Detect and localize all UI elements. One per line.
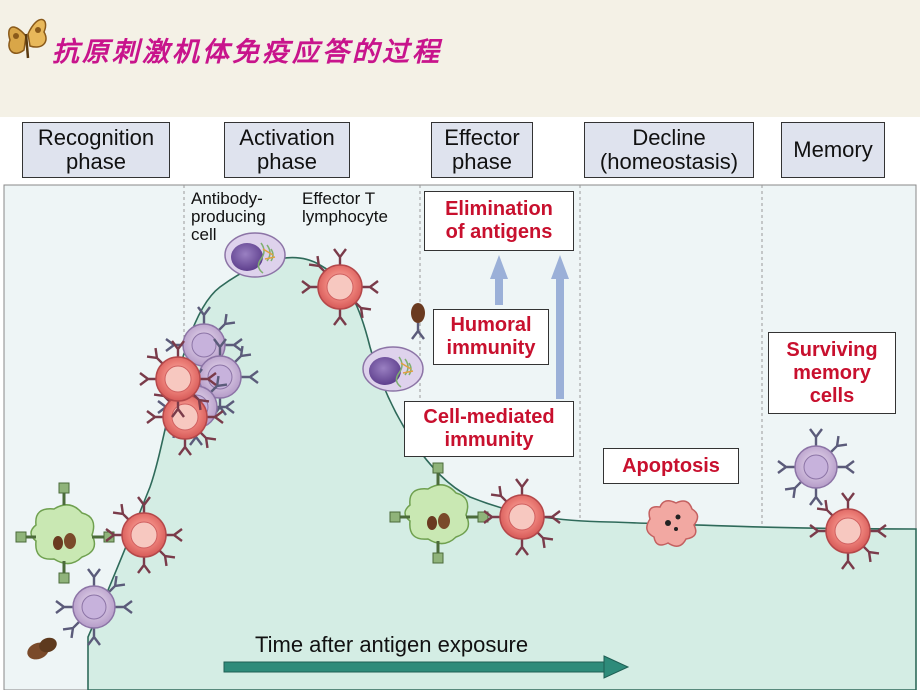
plasma-cell bbox=[362, 346, 424, 392]
antigen-icon bbox=[27, 637, 57, 660]
title-bar: 抗原刺激机体免疫应答的过程 bbox=[0, 0, 920, 117]
apoptosis-box: Apoptosis bbox=[603, 448, 739, 484]
response-curve bbox=[87, 256, 917, 690]
effector-phase-label: Effector phase bbox=[431, 122, 533, 178]
time-arrow bbox=[223, 655, 630, 679]
antigen-antibody-icon bbox=[411, 303, 425, 340]
page-title: 抗原刺激机体免疫应答的过程 bbox=[52, 37, 442, 68]
surviving-memory-cells-box: Surviving memory cells bbox=[768, 332, 896, 414]
butterfly-icon bbox=[8, 18, 47, 59]
activation-phase-label: Activation phase bbox=[224, 122, 350, 178]
memory-phase-label: Memory bbox=[781, 122, 885, 178]
x-axis-label: Time after antigen exposure bbox=[255, 632, 529, 657]
cell-mediated-immunity-box: Cell-mediated immunity bbox=[404, 401, 574, 457]
recognition-phase-label: Recognition phase bbox=[22, 122, 170, 178]
humoral-immunity-box: Humoral immunity bbox=[433, 309, 549, 365]
humoral-arrow bbox=[490, 255, 508, 305]
antibody-producing-cell-label: Antibody- producing cell bbox=[191, 189, 266, 244]
effector-t-lymphocyte-label: Effector T lymphocyte bbox=[302, 189, 388, 226]
figure-canvas bbox=[3, 184, 917, 690]
elimination-of-antigens-box: Elimination of antigens bbox=[424, 191, 574, 251]
decline-phase-label: Decline (homeostasis) bbox=[584, 122, 754, 178]
apoptotic-cell bbox=[646, 500, 699, 547]
immune-response-figure: Recognition phase Activation phase Effec… bbox=[0, 117, 920, 690]
cell-mediated-arrow bbox=[551, 255, 569, 399]
